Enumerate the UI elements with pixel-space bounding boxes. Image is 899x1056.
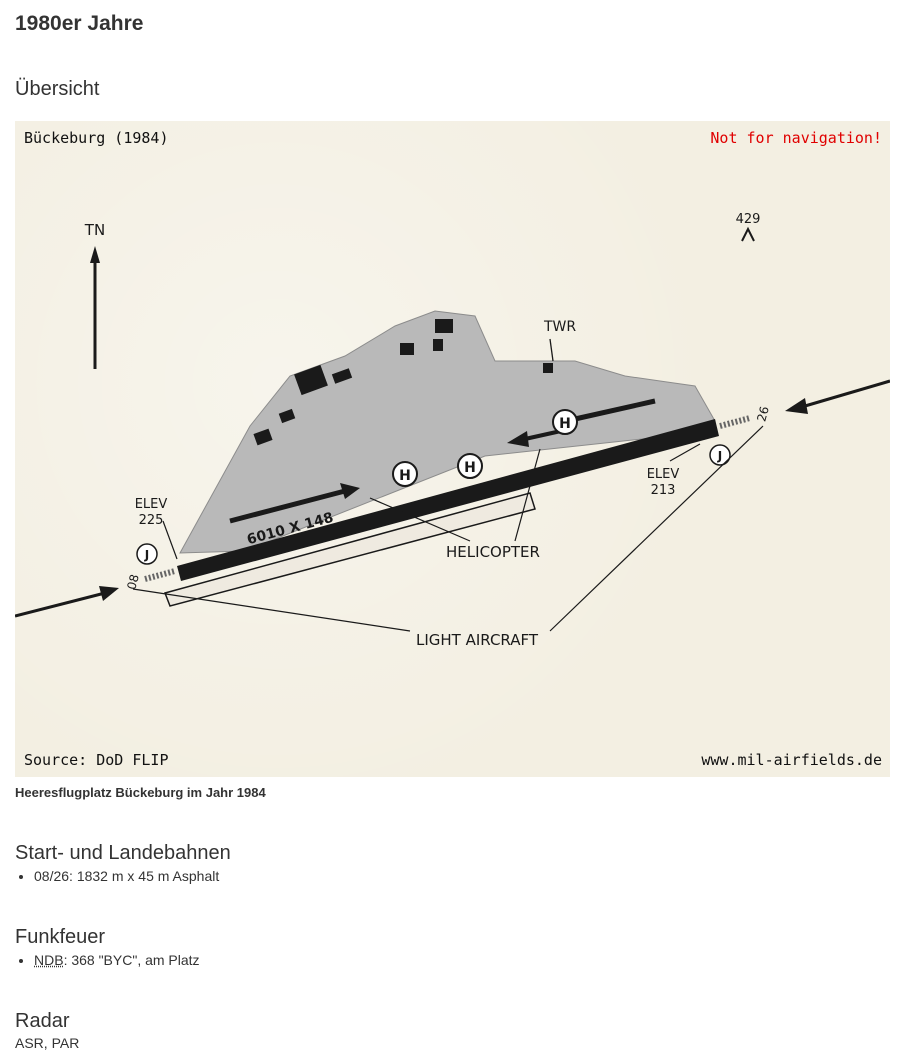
jet-marker-east: J <box>709 444 731 466</box>
light-aircraft-strip <box>164 492 536 607</box>
building <box>433 339 443 351</box>
beacons-heading: Funkfeuer <box>15 926 106 948</box>
runways-heading: Start- und Landebahnen <box>15 842 231 864</box>
upper-arrow-head <box>507 431 529 447</box>
map-website: www.mil-airfields.de <box>701 751 882 769</box>
map-caption: Heeresflugplatz Bückeburg im Jahr 1984 <box>15 785 266 800</box>
beacon-details: : 368 "BYC", am Platz <box>63 952 200 968</box>
runway-08-label: 08 <box>124 573 141 591</box>
overview-heading: Übersicht <box>15 78 100 100</box>
approach-lights-east <box>719 415 751 429</box>
list-item: 08/26: 1832 m x 45 m Asphalt <box>34 867 219 885</box>
airfield-diagram: H H H J J <box>15 212 890 649</box>
map-source: Source: DoD FLIP <box>24 751 169 769</box>
heli-marker-3: H <box>552 409 578 435</box>
runway <box>177 419 719 581</box>
taxiway-link <box>325 411 380 486</box>
radar-details: ASR, PAR <box>15 1035 80 1051</box>
helicopter-leader-1 <box>369 497 471 542</box>
elev-west-value: 225 <box>139 513 164 528</box>
light-aircraft-leader-2 <box>549 425 764 632</box>
light-aircraft-label: LIGHT AIRCRAFT <box>416 631 539 649</box>
list-item: NDB: 368 "BYC", am Platz <box>34 951 200 969</box>
approach-east-head <box>785 398 808 414</box>
approach-west-head <box>99 586 119 601</box>
dimension-arrow-line <box>229 488 346 524</box>
tower-leader <box>549 338 554 362</box>
jet-symbol: J <box>717 449 722 463</box>
map-warning: Not for navigation! <box>710 129 882 147</box>
runway-26-label: 26 <box>754 405 771 423</box>
map-title: Bückeburg (1984) <box>24 129 169 147</box>
elev-west-label: ELEV <box>135 497 168 512</box>
beacons-list: NDB: 368 "BYC", am Platz <box>15 951 200 969</box>
heli-symbol: H <box>559 416 571 432</box>
true-north-label: TN <box>84 221 105 239</box>
elevation-point-label: 429 <box>736 212 761 227</box>
elevation-point-icon <box>741 226 755 242</box>
building <box>253 428 273 446</box>
jet-marker-west: J <box>136 543 158 565</box>
true-north-arrowhead <box>90 246 100 263</box>
runways-list: 08/26: 1832 m x 45 m Asphalt <box>15 867 219 885</box>
elev-west-leader <box>162 520 178 560</box>
heli-symbol: H <box>399 468 411 484</box>
elev-east-leader <box>669 443 701 462</box>
helicopter-leader-2 <box>514 448 541 542</box>
approach-west-line <box>15 591 106 618</box>
building <box>400 343 414 355</box>
upper-direction-line <box>574 398 656 422</box>
building <box>331 368 353 384</box>
airfield-map[interactable]: H H H J J <box>15 121 890 777</box>
building <box>294 364 328 396</box>
helicopter-label: HELICOPTER <box>446 543 540 561</box>
approach-lights-west <box>144 568 176 582</box>
heli-symbol: H <box>464 460 476 476</box>
light-aircraft-leader-1 <box>132 588 411 632</box>
approach-east-line <box>804 379 890 408</box>
elev-east-label: ELEV <box>647 467 680 482</box>
page-title: 1980er Jahre <box>15 12 144 35</box>
tower-building <box>543 363 553 373</box>
elev-east-value: 213 <box>651 483 676 498</box>
ndb-abbreviation[interactable]: NDB <box>34 952 64 968</box>
building <box>435 319 453 333</box>
radar-heading: Radar <box>15 1010 70 1032</box>
jet-symbol: J <box>144 548 149 562</box>
tower-label: TWR <box>543 319 576 335</box>
dimension-arrow-head <box>340 483 360 499</box>
heli-marker-2: H <box>457 453 483 479</box>
building <box>278 408 296 424</box>
heli-marker-1: H <box>392 461 418 487</box>
